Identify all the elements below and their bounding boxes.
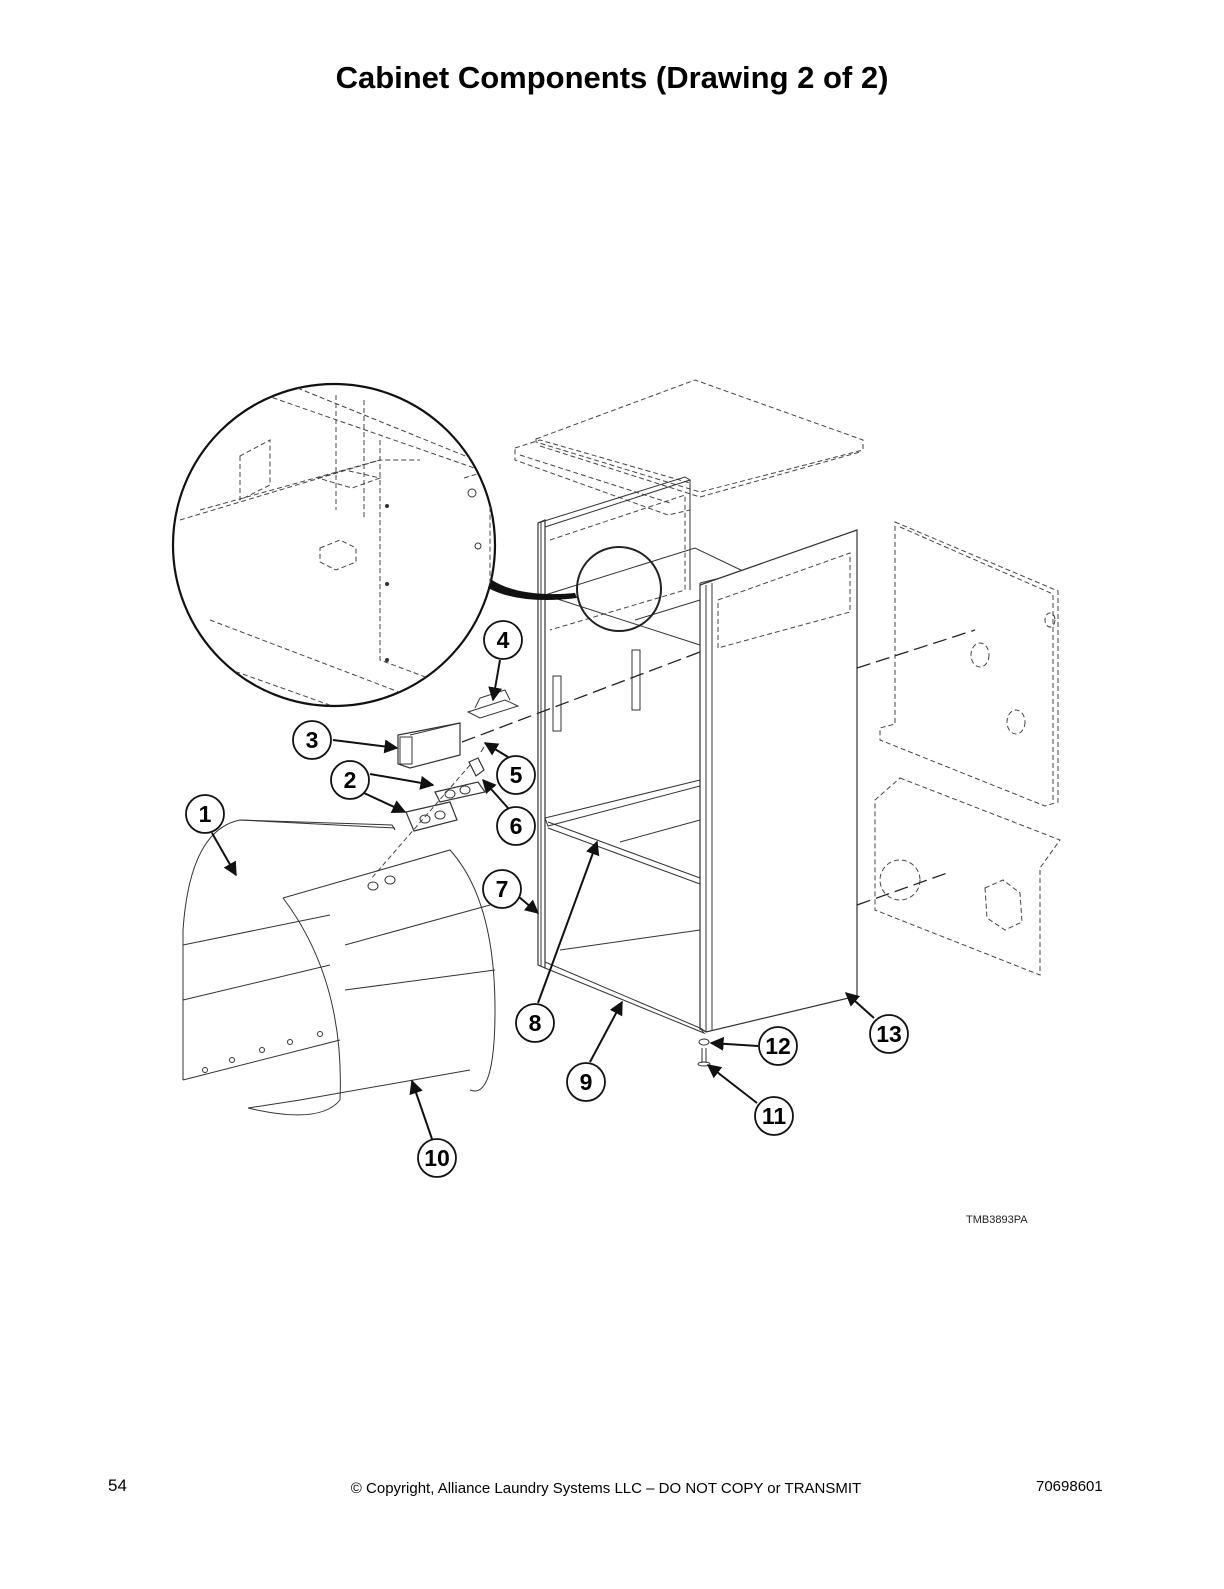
page-number: 54 bbox=[108, 1476, 127, 1495]
svg-text:6: 6 bbox=[510, 813, 523, 839]
callout-3: 3 bbox=[292, 720, 332, 760]
callout-9: 9 bbox=[566, 1062, 606, 1102]
page-title: Cabinet Components (Drawing 2 of 2) bbox=[335, 60, 889, 95]
svg-text:10: 10 bbox=[424, 1145, 450, 1171]
copyright-notice: © Copyright, Alliance Laundry Systems LL… bbox=[350, 1480, 862, 1497]
svg-text:12: 12 bbox=[765, 1033, 791, 1059]
part-5-6-fasteners bbox=[468, 746, 485, 777]
part-2-plates bbox=[405, 781, 487, 832]
svg-text:8: 8 bbox=[529, 1010, 542, 1036]
part-3-channel bbox=[397, 722, 461, 769]
rear-panels bbox=[856, 521, 1061, 976]
leader-arrows bbox=[211, 659, 875, 1140]
svg-text:4: 4 bbox=[497, 627, 510, 653]
leveling-foot bbox=[697, 1038, 711, 1067]
callout-4: 4 bbox=[483, 620, 523, 660]
svg-text:5: 5 bbox=[510, 762, 523, 788]
document-number: 70698601 bbox=[1036, 1478, 1103, 1495]
callout-13: 13 bbox=[869, 1014, 909, 1054]
drum-wrapper bbox=[182, 819, 496, 1116]
callout-2: 2 bbox=[330, 760, 370, 800]
svg-text:11: 11 bbox=[762, 1103, 787, 1129]
top-panel bbox=[514, 379, 864, 516]
callout-12: 12 bbox=[758, 1026, 798, 1066]
cabinet-frame bbox=[537, 476, 747, 1035]
svg-text:2: 2 bbox=[344, 767, 357, 793]
callout-11: 11 bbox=[754, 1096, 794, 1136]
drawing-code: TMB3893PA bbox=[966, 1214, 1028, 1226]
svg-text:3: 3 bbox=[306, 727, 319, 753]
callout-6: 6 bbox=[496, 806, 536, 846]
side-panel bbox=[576, 529, 858, 1033]
callout-10: 10 bbox=[417, 1138, 457, 1178]
detail-magnifier bbox=[171, 382, 577, 708]
svg-text:9: 9 bbox=[580, 1069, 593, 1095]
callout-8: 8 bbox=[515, 1003, 555, 1043]
callout-1: 1 bbox=[185, 794, 225, 834]
svg-text:13: 13 bbox=[876, 1021, 902, 1047]
svg-text:7: 7 bbox=[496, 876, 509, 902]
callout-7: 7 bbox=[482, 869, 522, 909]
callout-5: 5 bbox=[496, 755, 536, 795]
svg-text:1: 1 bbox=[199, 801, 212, 827]
